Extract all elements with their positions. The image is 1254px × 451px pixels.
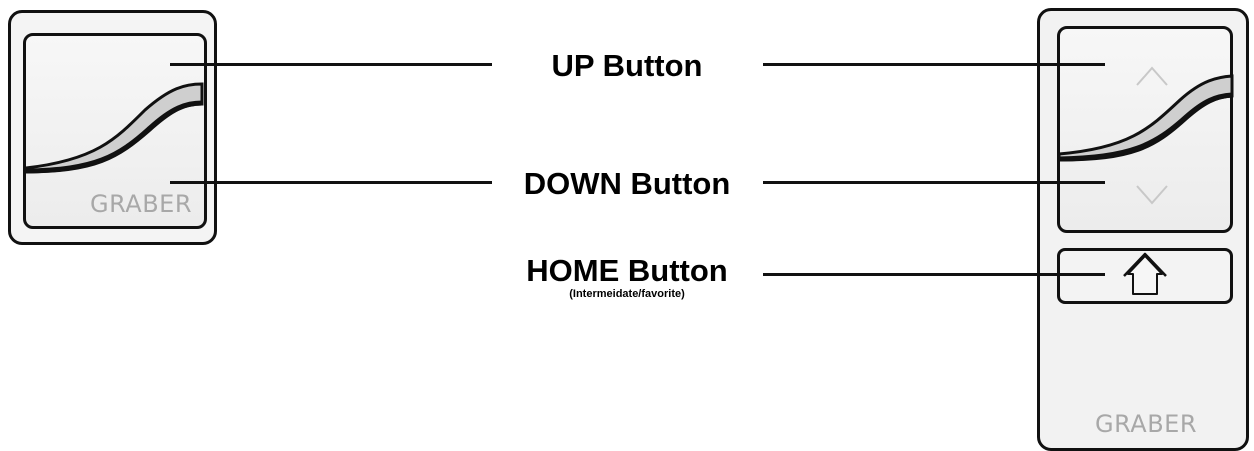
home-button[interactable] [1057, 248, 1233, 304]
large-remote-button-panel[interactable] [1057, 26, 1233, 233]
down-leader-right [763, 181, 1105, 184]
home-button-label: HOME Button [526, 253, 728, 288]
up-leader-right [763, 63, 1105, 66]
home-leader-right [763, 273, 1105, 276]
home-button-sublabel: (Intermeidate/favorite) [569, 288, 685, 300]
down-button-label: DOWN Button [523, 166, 731, 201]
up-button-label: UP Button [551, 48, 703, 83]
down-leader-left [170, 181, 492, 184]
large-remote-brand-label: GRABER [1095, 410, 1198, 438]
up-leader-left [170, 63, 492, 66]
small-remote-brand-label: GRABER [90, 190, 193, 218]
